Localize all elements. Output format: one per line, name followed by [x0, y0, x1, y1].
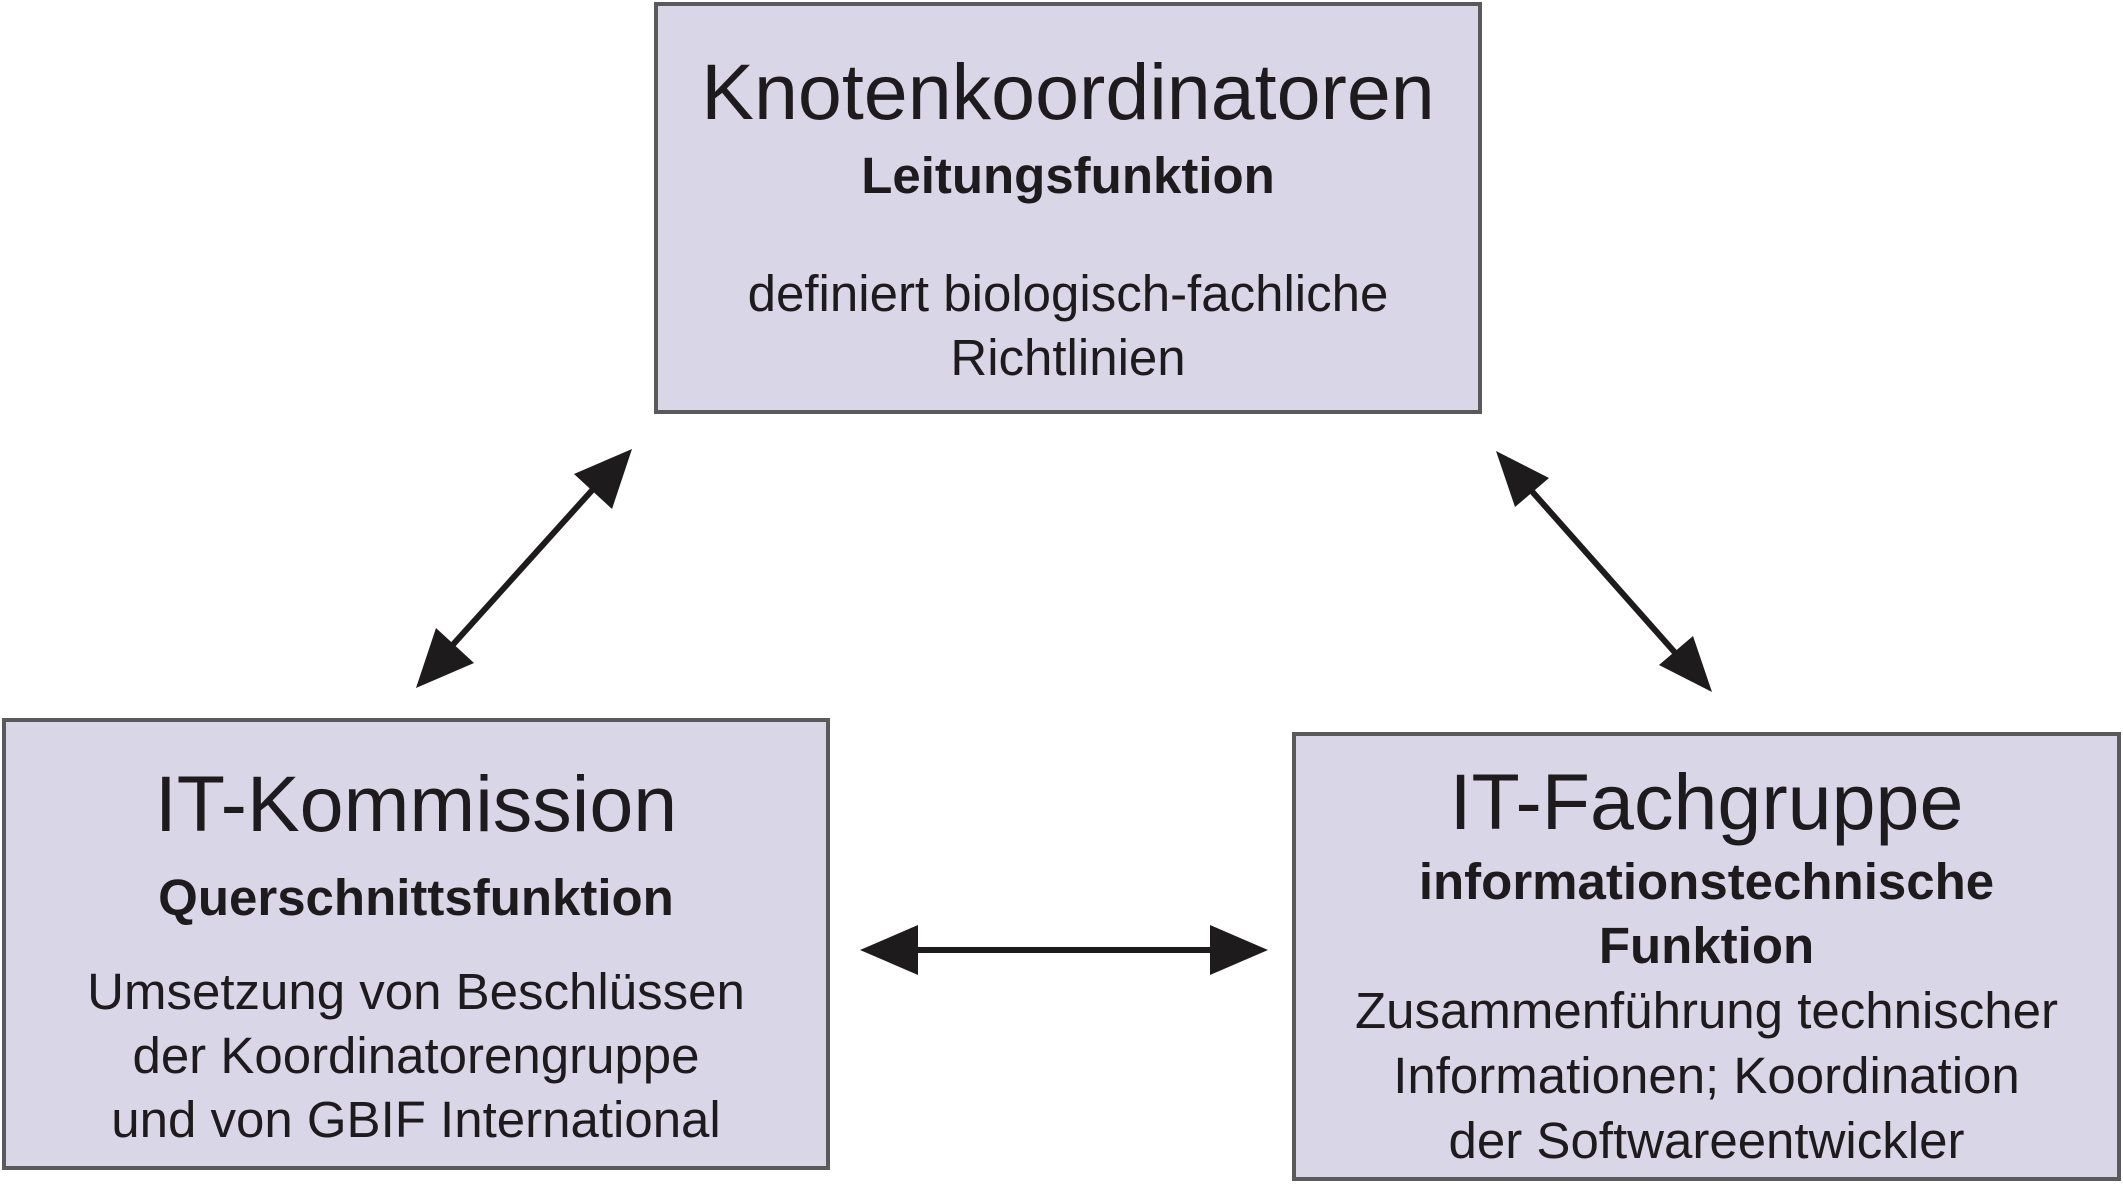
node-title: Knotenkoordinatoren [701, 47, 1435, 136]
node-description: definiert biologisch-fachliche Richtlini… [638, 262, 1498, 390]
node-role: informationstechnische Funktion [1296, 850, 2117, 978]
node-description-line: definiert biologisch-fachliche [747, 265, 1389, 322]
node-description-line: Zusammenführung technischer [1354, 982, 2059, 1039]
node-role-line: Funktion [1598, 917, 1815, 974]
node-description-line: Umsetzung von Beschlüssen [87, 963, 745, 1020]
node-description: Umsetzung von Beschlüssen der Koordinato… [0, 960, 846, 1152]
arrow-head [1210, 925, 1268, 975]
node-role: Querschnittsfunktion [158, 869, 674, 926]
node-description-line: Informationen; Koordination [1393, 1047, 2020, 1104]
arrow-top-left [416, 449, 632, 688]
node-knotenkoordinatoren: Knotenkoordinatoren Leitungsfunktion def… [654, 2, 1482, 414]
arrow-left-right [860, 925, 1268, 975]
arrow-head [1659, 636, 1712, 692]
node-description-line: der Softwareentwickler [1448, 1112, 1965, 1169]
arrow-head [416, 628, 474, 688]
node-it-fachgruppe: IT-Fachgruppe informationstechnische Fun… [1292, 732, 2121, 1181]
node-description-line: Richtlinien [950, 329, 1186, 386]
arrow-shaft [1526, 486, 1681, 658]
node-title: IT-Kommission [154, 759, 678, 848]
node-role-line: informationstechnische [1418, 853, 1995, 910]
arrow-shaft [437, 484, 598, 662]
arrow-head [1496, 451, 1549, 507]
arrow-top-right [1496, 451, 1712, 692]
arrow-head [574, 449, 632, 509]
node-role: Leitungsfunktion [861, 147, 1275, 204]
node-title: IT-Fachgruppe [1449, 757, 1964, 846]
node-description: Zusammenführung technischer Informatione… [1276, 978, 2123, 1173]
arrow-head [860, 925, 918, 975]
node-description-line: der Koordinatorengruppe [132, 1027, 700, 1084]
node-description-line: und von GBIF International [111, 1091, 721, 1148]
node-it-kommission: IT-Kommission Querschnittsfunktion Umset… [2, 718, 830, 1170]
